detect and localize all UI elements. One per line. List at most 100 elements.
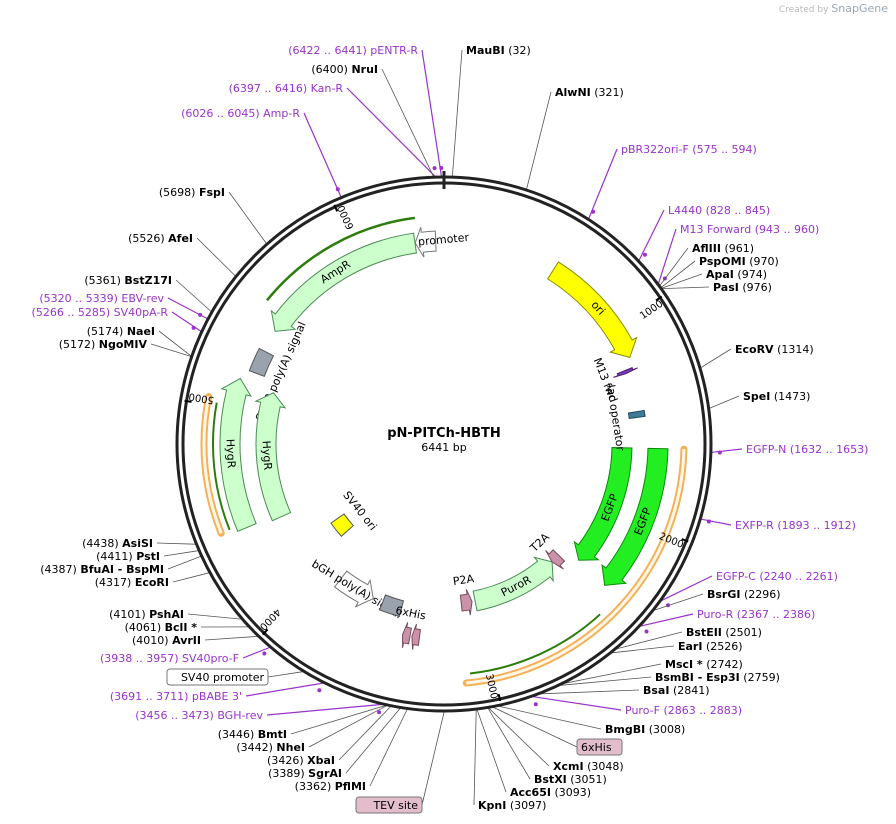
leader-pspomi — [661, 260, 696, 288]
tick-mark — [262, 628, 269, 636]
tick-mark — [681, 538, 689, 543]
leader-bsteii — [616, 631, 683, 650]
site-label-msci: MscI * (2742) — [665, 658, 743, 671]
primer-site-pbr322ori-f — [591, 209, 596, 214]
site-position: (976) — [742, 281, 772, 294]
site-position: (4411) — [96, 550, 133, 563]
site-label-amp-r: (6026 .. 6045) Amp-R — [181, 107, 300, 120]
plasmid-backbone — [175, 171, 713, 713]
site-label-kan-r: (6397 .. 6416) Kan-R — [229, 82, 344, 95]
leader-bsai — [540, 689, 640, 695]
site-position: (1314) — [777, 343, 814, 356]
site-label-bstz17i: (5361) BstZ17I — [84, 274, 172, 287]
site-name: BsrGI — [707, 588, 740, 601]
tick-mark — [333, 204, 339, 212]
site-label-bfuai-bspmi: (4387) BfuAI - BspMI — [40, 563, 164, 576]
leader-afei — [196, 237, 236, 277]
leader-puro-r — [640, 613, 694, 627]
primer-site-sv40pro-f — [262, 651, 267, 656]
site-name: BclI * — [165, 621, 198, 634]
primer-site-puro-f — [533, 702, 538, 707]
site-name: NruI — [351, 63, 378, 76]
site-name: BmtI — [258, 728, 287, 741]
feature-p2a — [459, 589, 473, 616]
site-position: (2526) — [706, 640, 743, 653]
site-label-pflmi: (3362) PflMI — [295, 780, 366, 793]
site-position: (5266 .. 5285) — [32, 306, 111, 319]
site-label-ebv-rev: (5320 .. 5339) EBV-rev — [39, 292, 164, 305]
label-box-tev-site — [355, 796, 423, 814]
site-label-avrii: (4010) AvrII — [132, 634, 201, 647]
leader-egfp-n — [711, 448, 743, 453]
leader-naei — [158, 330, 192, 357]
leader-ngomiv — [150, 343, 191, 357]
green-band-line — [469, 613, 601, 675]
site-position: (974) — [737, 268, 767, 281]
leader-lines — [150, 49, 743, 806]
leader-maubi — [452, 49, 463, 177]
leader-l4440 — [638, 209, 665, 261]
leader-asisi — [156, 542, 196, 545]
site-label-asisi: (4438) AsiSI — [82, 537, 153, 550]
site-label-acc65i: Acc65I (3093) — [510, 786, 591, 799]
site-label-xcmi: XcmI (3048) — [553, 760, 624, 773]
site-position: (2501) — [725, 626, 762, 639]
feature-t2a — [545, 549, 566, 570]
site-label-sv40pa-r: (5266 .. 5285) SV40pA-R — [32, 306, 169, 319]
leader-spei — [709, 395, 740, 409]
site-name: AfeI — [168, 232, 193, 245]
leader-pbabe-3 — [245, 682, 323, 697]
green-band-line — [212, 402, 231, 531]
site-position: (1893 .. 1912) — [777, 519, 856, 532]
leader-bsmbi-esp3i — [560, 676, 652, 686]
leader-apai — [661, 273, 703, 289]
feature-label-t2a: T2A — [527, 530, 552, 555]
leader-egfp-c — [661, 575, 713, 602]
site-position: (4387) — [40, 563, 77, 576]
site-label-tev-site: TEV site — [372, 799, 418, 812]
site-position: (3456 .. 3473) — [135, 709, 214, 722]
site-name: MscI * — [665, 658, 703, 671]
site-label-m13-forward: M13 Forward (943 .. 960) — [680, 223, 819, 236]
plasmid-length: 6441 bp — [421, 441, 466, 454]
site-position: (2841) — [673, 684, 710, 697]
site-name: BfuAI - BspMI — [80, 563, 164, 576]
leader-bmgbi — [499, 705, 602, 730]
site-label-sv40pro-f: (3938 .. 3957) SV40pro-F — [100, 652, 239, 665]
site-position: (4061) — [125, 621, 162, 634]
site-name: pBR322ori-F — [621, 143, 689, 156]
site-label-pbr322ori-f: pBR322ori-F (575 .. 594) — [621, 143, 757, 156]
site-name: BsaI — [643, 684, 669, 697]
primer-site-amp-r — [335, 187, 340, 192]
site-position: (970) — [749, 255, 779, 268]
site-label-bsrgi: BsrGI (2296) — [707, 588, 781, 601]
site-position: (5361) — [84, 274, 121, 287]
site-position: (3051) — [570, 773, 607, 786]
site-name: KpnI — [478, 799, 506, 812]
site-position: (961) — [724, 242, 754, 255]
site-position: (6400) — [311, 63, 348, 76]
leader-eari — [611, 645, 675, 654]
site-position: (6422 .. 6441) — [288, 44, 367, 57]
site-label-xbai: (3426) XbaI — [267, 754, 335, 767]
leader-nrui — [381, 68, 434, 177]
site-name: AflIII — [692, 242, 721, 255]
site-position: (3938 .. 3957) — [100, 652, 179, 665]
leader-kan-r — [346, 87, 436, 177]
site-position: (5174) — [87, 325, 124, 338]
site-position: (3097) — [510, 799, 547, 812]
site-name: XcmI — [553, 760, 584, 773]
site-name: Puro-F — [625, 704, 660, 717]
site-position: (3691 .. 3711) — [110, 690, 189, 703]
tick-label: 3000 — [483, 673, 499, 700]
site-label-pentr-r: (6422 .. 6441) pENTR-R — [288, 44, 418, 57]
site-name: SpeI — [743, 390, 770, 403]
leader-afliii — [659, 247, 689, 286]
leader-tev-site — [421, 711, 445, 806]
site-label-bcli: (4061) BclI * — [125, 621, 198, 634]
feature-label-p2a: P2A — [452, 572, 475, 588]
site-name: L4440 — [668, 204, 702, 217]
site-label-maubi: MauBI (32) — [466, 44, 531, 57]
site-label-6xhis: 6xHis — [581, 741, 612, 754]
